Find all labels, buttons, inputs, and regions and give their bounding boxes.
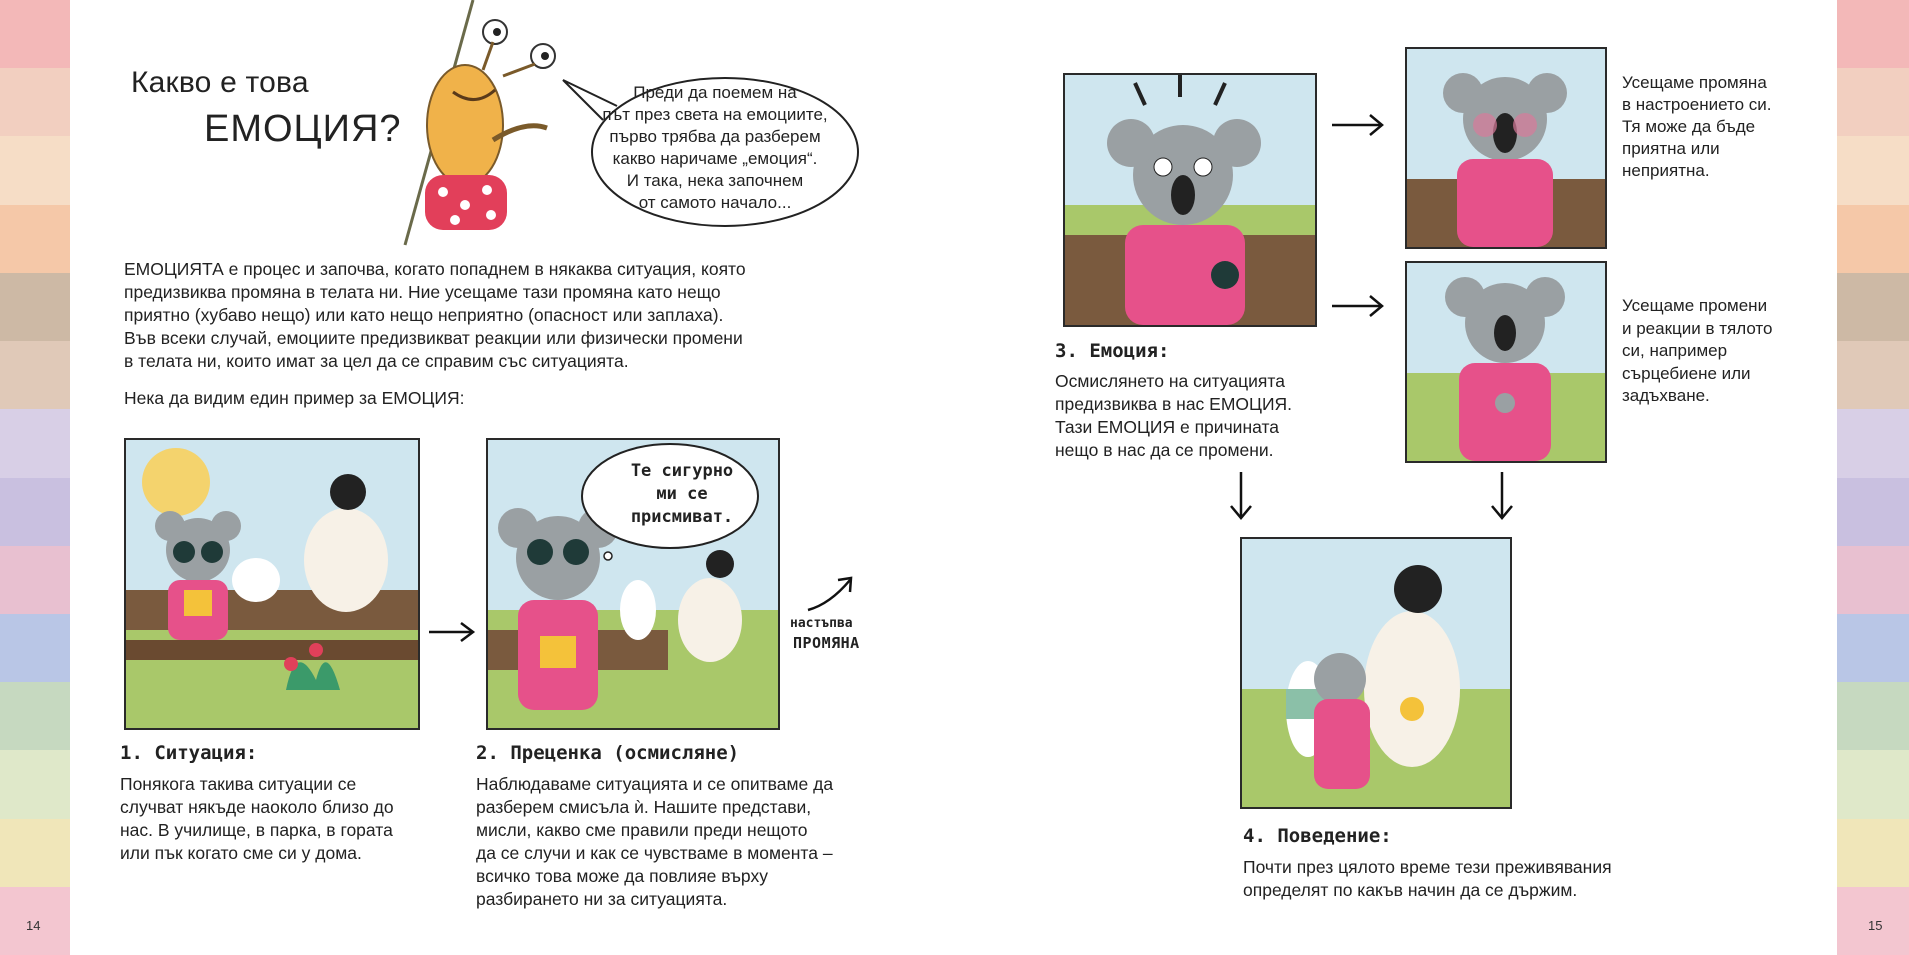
curved-arrow-icon	[807, 576, 853, 612]
appraisal-illustration	[488, 440, 778, 728]
panel-behaviour	[1240, 537, 1512, 809]
panel-appraisal	[486, 438, 780, 730]
right-color-strip	[1837, 0, 1909, 955]
color-strip-band	[0, 68, 70, 137]
page-title-line1: Какво е това	[131, 66, 309, 99]
step3-title: 3. Емоция:	[1055, 340, 1170, 362]
color-strip-band	[0, 750, 70, 819]
color-strip-band	[1837, 750, 1909, 819]
situation-illustration	[126, 440, 418, 728]
page-number-left: 14	[26, 918, 41, 933]
color-strip-band	[0, 886, 70, 955]
panel-body-change	[1405, 261, 1607, 463]
color-strip-band	[1837, 477, 1909, 546]
step4-text: Почти през цялото време тези преживявани…	[1243, 857, 1612, 900]
change-label-small: настъпва	[790, 616, 853, 631]
arrow-right-icon	[429, 622, 476, 642]
body-change-illustration	[1407, 263, 1605, 461]
panel-mood-change	[1405, 47, 1607, 249]
step2-text: Наблюдаваме ситуацията и се опитваме да …	[476, 774, 834, 909]
color-strip-band	[1837, 68, 1909, 137]
color-strip-band	[1837, 613, 1909, 683]
color-strip-band	[1837, 818, 1909, 887]
color-strip-band	[1837, 682, 1909, 751]
mood-illustration	[1407, 49, 1605, 247]
panel-situation	[124, 438, 420, 730]
example-intro: Нека да видим един пример за ЕМОЦИЯ:	[124, 388, 465, 408]
step3-text: Осмислянето на ситуацията предизвиква в …	[1055, 371, 1293, 460]
step2-title: 2. Преценка (осмисляне)	[476, 742, 740, 764]
arrow-down-icon	[1230, 472, 1252, 520]
page-number-right: 15	[1868, 918, 1883, 933]
emotion-illustration	[1065, 75, 1315, 325]
color-strip-band	[0, 341, 70, 410]
step1-title: 1. Ситуация:	[120, 742, 258, 764]
color-strip-band	[0, 272, 70, 342]
mood-change-text: Усещаме промяна в настроението си. Тя мо…	[1622, 73, 1772, 180]
color-strip-band	[0, 818, 70, 887]
arrow-right-icon	[1332, 295, 1384, 317]
color-strip-band	[1837, 0, 1909, 69]
arrow-right-icon	[1332, 114, 1384, 136]
color-strip-band	[0, 409, 70, 478]
behaviour-illustration	[1242, 539, 1510, 807]
change-label-big: ПРОМЯНА	[793, 634, 860, 652]
speech-bubble-text: Преди да поемем на път през света на емо…	[602, 83, 828, 212]
color-strip-band	[1837, 545, 1909, 614]
color-strip-band	[0, 136, 70, 205]
intro-paragraph: ЕМОЦИЯТА е процес и започва, когато попа…	[124, 259, 746, 371]
color-strip-band	[0, 0, 70, 69]
step4-title: 4. Поведение:	[1243, 825, 1392, 847]
color-strip-band	[1837, 204, 1909, 273]
color-strip-band	[1837, 409, 1909, 478]
color-strip-band	[0, 682, 70, 751]
step1-text: Понякога такива ситуации се случват някъ…	[120, 774, 394, 863]
color-strip-band	[0, 613, 70, 683]
color-strip-band	[1837, 886, 1909, 955]
color-strip-band	[1837, 341, 1909, 410]
body-change-text: Усещаме промени и реакции в тялото си, н…	[1622, 296, 1773, 405]
left-color-strip	[0, 0, 70, 955]
speech-bubble	[562, 77, 859, 227]
arrow-down-icon	[1491, 472, 1513, 520]
color-strip-band	[1837, 136, 1909, 205]
character-illustration	[403, 0, 556, 246]
panel-emotion	[1063, 73, 1317, 327]
thought-bubble-text: Те сигурно ми се присмиват.	[630, 461, 734, 527]
color-strip-band	[0, 545, 70, 614]
page-title-line2: ЕМОЦИЯ?	[204, 108, 402, 150]
color-strip-band	[1837, 272, 1909, 342]
color-strip-band	[0, 204, 70, 273]
color-strip-band	[0, 477, 70, 546]
